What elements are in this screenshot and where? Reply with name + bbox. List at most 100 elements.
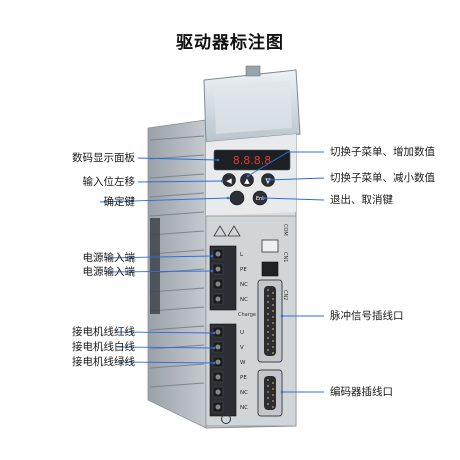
leader-line: [116, 346, 215, 349]
encoder-connector[interactable]: [257, 369, 283, 417]
connector-pin: [272, 388, 274, 390]
leader-line: [116, 361, 215, 364]
label-shift-left: 输入位左移: [82, 176, 136, 188]
shift-left-icon: ◀: [226, 177, 232, 185]
leader-dot: [220, 179, 224, 183]
connector-pin: [272, 328, 274, 330]
connector-pin: [272, 400, 274, 402]
top-small-ports: [261, 239, 279, 277]
label-enter-key: 确定键: [103, 196, 136, 208]
leader-dot: [246, 174, 250, 178]
motor-label: PE: [240, 375, 247, 381]
connector-pin: [272, 340, 274, 342]
connector-pin: [267, 337, 269, 339]
label-pulse-connector: 脉冲信号插线口: [330, 310, 404, 322]
connector-pin: [267, 385, 269, 387]
label-down-decrease: 切换子菜单、减小数值: [330, 172, 435, 184]
connector-pin: [267, 343, 269, 345]
terminal-screw-icon: [215, 251, 221, 257]
connector-pin: [272, 346, 274, 348]
connector-pin: [272, 316, 274, 318]
connector-pin: [267, 307, 269, 309]
motor-label: NC: [240, 405, 248, 411]
connector-pin: [267, 319, 269, 321]
connector-pin: [267, 391, 269, 393]
connector-pin: [272, 304, 274, 306]
warning-icons: [213, 225, 241, 237]
terminal-screw-icon: [215, 296, 221, 302]
digital-display-panel: 8.8.8.8: [213, 149, 291, 171]
terminal-screw-icon: [215, 374, 221, 380]
page-title: 驱动器标注图: [176, 33, 284, 53]
leader-line: [137, 157, 219, 161]
leader-lines: [99, 151, 325, 394]
terminal-screw-icon: [215, 266, 221, 272]
motor-label: U: [240, 330, 244, 336]
display-digits: 8.8.8.8: [233, 154, 271, 167]
label-motor-red: 接电机线红线: [72, 326, 135, 338]
connector-pin: [267, 289, 269, 291]
heatsink-fin: [149, 135, 205, 141]
leader-dot: [280, 314, 284, 318]
enter-button[interactable]: [229, 190, 245, 206]
leader-dot: [262, 196, 266, 200]
connector-pin: [272, 322, 274, 324]
heatsink-fin: [149, 363, 205, 369]
leader-line: [247, 151, 324, 177]
terminal-screw-icon: [215, 389, 221, 395]
connector-pin: [272, 382, 274, 384]
leader-dot: [212, 346, 216, 350]
terminal-screw-icon: [215, 281, 221, 287]
connector-pin: [272, 310, 274, 312]
leader-dot: [212, 361, 216, 365]
heatsink-side: [147, 119, 207, 429]
label-motor-white: 接电机线白线: [72, 341, 135, 353]
warning-icon: [213, 225, 227, 237]
connector-pin: [272, 292, 274, 294]
power-label: NC: [240, 282, 248, 288]
connector-pin: [267, 397, 269, 399]
connector-pin: [267, 349, 269, 351]
terminal-screw-icon: [215, 359, 221, 365]
leader-dot: [210, 269, 214, 273]
leader-line: [267, 177, 325, 181]
power-label: NC: [240, 297, 248, 303]
port-label: COM: [282, 224, 288, 236]
up-button[interactable]: [240, 173, 254, 187]
heatsink-fin: [149, 192, 205, 198]
connector-pin: [267, 379, 269, 381]
leader-dot: [266, 178, 270, 182]
leader-line: [99, 197, 229, 203]
ground-screw-icon: [221, 414, 231, 424]
leader-dot: [216, 158, 220, 162]
fan-grille: [150, 218, 160, 314]
connector-pin: [272, 352, 274, 354]
connector-pin: [272, 394, 274, 396]
connector-pin: [272, 298, 274, 300]
heatsink-fin: [149, 211, 205, 217]
leader-dot: [280, 390, 284, 394]
power-label: PE: [240, 267, 247, 273]
motor-label: W: [240, 360, 246, 366]
display-cover-lid: [203, 65, 301, 143]
port-label: CN2: [282, 290, 288, 300]
up-arrow-icon: ▲: [244, 177, 250, 185]
leader-dot: [210, 254, 214, 258]
pulse-signal-connector[interactable]: [257, 279, 283, 363]
connector-pin: [267, 403, 269, 405]
leader-line: [105, 270, 213, 273]
connector-pin: [267, 325, 269, 327]
connector-pin: [267, 301, 269, 303]
label-display-panel: 数码显示面板: [72, 152, 135, 164]
label-power-input-1: 电源输入端: [82, 252, 136, 264]
enter-label: Ent: [256, 196, 264, 202]
warning-icon: [227, 225, 241, 237]
label-encoder-connector: 编码器插线口: [330, 386, 393, 398]
connector-pin: [267, 295, 269, 297]
connector-pin: [272, 334, 274, 336]
leader-line: [105, 255, 213, 259]
label-power-input-2: 电源输入端: [82, 266, 136, 278]
